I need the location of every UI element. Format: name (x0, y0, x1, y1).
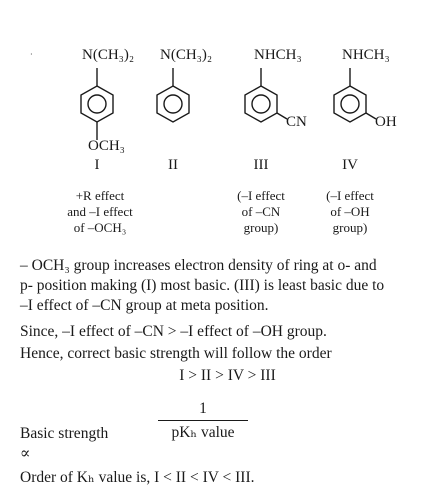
order-intro-sentence: Hence, correct basic strength will follo… (20, 345, 332, 362)
explanation-line-2: p- position making (I) most basic. (III)… (20, 277, 385, 294)
effect-note-III-line2: of –CN (241, 204, 281, 219)
fraction-denominator: pKₕ value (171, 424, 235, 441)
group-OH-IV: OH (375, 114, 397, 130)
effect-note-III: (–I effect of –CN group) (221, 188, 301, 236)
effect-note-I: +R effect and –I effect of –OCH₃ (50, 188, 150, 236)
effect-note-IV-line3: group) (332, 220, 368, 235)
dot-mark: · (30, 50, 33, 59)
explanation-line-3: –I effect of –CN group at meta position. (20, 297, 269, 314)
benzene-ring-IV (333, 68, 377, 123)
structures-panel: · N(CH₃)₂ OCH₃ I N(CH₃)₂ II NHCH₃ CN III… (30, 47, 397, 236)
group-NHCH3-III: NHCH₃ (254, 47, 302, 63)
benzene-ring-III (244, 68, 288, 123)
effect-note-IV-line1: (–I effect (326, 188, 374, 203)
effect-note-III-line3: group) (243, 220, 279, 235)
effect-note-I-line3: of –OCH₃ (73, 220, 127, 235)
basic-strength-order: I > II > IV > III (179, 367, 276, 384)
proportionality-label: Basic strength ∝ (20, 425, 109, 462)
compound-number-IV: IV (342, 157, 358, 173)
explanation-paragraph: – OCH₃ group increases electron density … (20, 256, 435, 316)
compound-number-I: I (94, 157, 100, 173)
effect-note-IV: (–I effect of –OH group) (310, 188, 390, 236)
effect-note-I-line2: and –I effect (67, 204, 133, 219)
fraction-bar (158, 420, 248, 421)
group-NHCH3-IV: NHCH₃ (342, 47, 390, 63)
benzene-ring-II (156, 68, 190, 123)
ring-drawings (80, 68, 377, 140)
compound-number-II: II (168, 157, 178, 173)
inverse-fraction: 1 pKₕ value (158, 400, 248, 442)
effect-note-I-line1: +R effect (75, 188, 125, 203)
explanation-line-1: – OCH₃ group increases electron density … (20, 257, 377, 274)
kb-order-sentence: Order of Kₕ value is, I < II < IV < III. (20, 469, 255, 486)
group-N-dimethyl-I: N(CH₃)₂ (82, 47, 135, 63)
group-N-dimethyl-II: N(CH₃)₂ (160, 47, 213, 63)
benzene-ring-I (80, 68, 114, 140)
compound-number-III: III (253, 157, 269, 173)
fraction-numerator: 1 (199, 400, 207, 417)
comparison-sentence: Since, –I effect of –CN > –I effect of –… (20, 323, 327, 340)
effect-note-III-line1: (–I effect (237, 188, 285, 203)
group-CN-III: CN (286, 114, 307, 130)
group-methoxy-I: OCH₃ (88, 138, 125, 154)
effect-note-IV-line2: of –OH (330, 204, 370, 219)
